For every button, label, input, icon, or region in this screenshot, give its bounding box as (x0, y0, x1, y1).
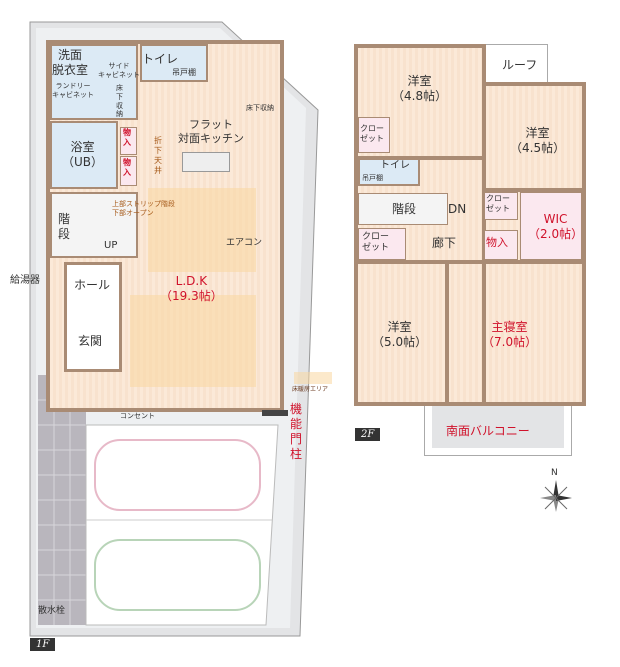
label-outlet: コンセント (120, 412, 155, 420)
label-kitchen: フラット 対面キッチン (178, 118, 244, 145)
label-underfloor-storage: 床 下 収 納 (116, 84, 123, 119)
room-bath[interactable] (50, 121, 118, 189)
label-bath: 浴室 （UB） (62, 140, 104, 169)
room-toilet-1f[interactable] (140, 44, 208, 82)
label-toilet-shelf-2f: 吊戸棚 (362, 174, 383, 182)
room-washroom[interactable] (50, 44, 138, 120)
wall (445, 260, 449, 406)
floor-tag-1f: 1F (30, 638, 56, 651)
kitchen-counter (182, 152, 230, 172)
label-hall: ホール (74, 278, 111, 292)
label-storage-1: 物 入 (123, 128, 131, 147)
label-closet-1: クロー ゼット (360, 124, 384, 143)
label-side-cabinet: サイド キャビネット (98, 62, 140, 79)
label-laundry-cabinet: ランドリー キャビネット (52, 82, 94, 99)
room-wic[interactable] (520, 192, 582, 260)
label-toilet-2f: トイレ (380, 160, 410, 171)
wall (482, 188, 586, 192)
legend-floor-heating: 床暖房エリア (292, 386, 329, 393)
storage-2f[interactable] (484, 230, 518, 260)
closet-1[interactable] (358, 117, 390, 153)
car-icon (94, 439, 261, 511)
roof (484, 44, 548, 84)
label-western-50: 洋室 （5.0帖） (372, 320, 428, 349)
label-stairs-note: 上部ストリップ階段 下部オープン (112, 200, 175, 217)
stairs-2f[interactable] (358, 193, 448, 225)
label-sprinkler: 散水栓 (38, 606, 66, 616)
room-toilet-2f[interactable] (358, 158, 420, 186)
label-toilet-shelf: 吊戸棚 (172, 68, 196, 77)
label-roof: ルーフ (502, 58, 538, 72)
label-wic: WIC （2.0帖） (528, 212, 584, 241)
wall (354, 260, 586, 264)
label-western-48: 洋室 （4.8帖） (392, 74, 448, 103)
storage-1[interactable] (120, 127, 137, 155)
label-aircon: エアコン (226, 238, 263, 248)
label-western-45: 洋室 （4.5帖） (510, 126, 566, 155)
car-icon (94, 539, 261, 611)
label-master-bedroom: 主寝室 （7.0帖） (482, 320, 538, 349)
compass-icon (540, 480, 572, 512)
label-gate-post: 機 能 門 柱 (290, 402, 303, 461)
floor2-left (354, 44, 486, 406)
closet-3[interactable] (484, 192, 518, 220)
label-entrance: 玄関 (78, 334, 103, 348)
compass-north-label: N (551, 468, 558, 478)
gate-post (262, 410, 288, 416)
label-closet-2: クロー ゼット (362, 232, 390, 254)
label-underfloor-storage-kitchen: 床下収納 (246, 104, 274, 112)
label-closet-3: クロー ゼット (486, 194, 510, 213)
label-stairs-2f: 階段 (392, 202, 417, 216)
storage-2[interactable] (120, 156, 137, 186)
label-washroom: 洗面 脱衣室 (52, 48, 89, 77)
label-ldk: L.D.K （19.3帖） (160, 274, 223, 303)
label-hallway: 廊下 (432, 236, 457, 250)
label-water-heater: 給湯器 (10, 275, 40, 286)
label-up: UP (104, 240, 118, 251)
closet-2[interactable] (358, 228, 406, 260)
entrance-area[interactable] (64, 262, 122, 372)
label-dn: DN (448, 202, 467, 216)
label-storage-2f: 物入 (486, 236, 508, 249)
label-stairs: 階 段 (58, 212, 71, 241)
stairs-1f[interactable] (50, 192, 138, 258)
label-lowered-ceiling: 折 下 天 井 (154, 136, 162, 175)
floor-heating-area (130, 295, 256, 387)
label-toilet: トイレ (142, 52, 179, 66)
floor-tag-2f: 2F (355, 428, 381, 441)
label-storage-2: 物 入 (123, 158, 131, 177)
label-balcony: 南面バルコニー (446, 424, 530, 438)
balcony[interactable] (432, 406, 564, 448)
legend-swatch (294, 372, 332, 384)
floor-heating-area (148, 188, 256, 272)
